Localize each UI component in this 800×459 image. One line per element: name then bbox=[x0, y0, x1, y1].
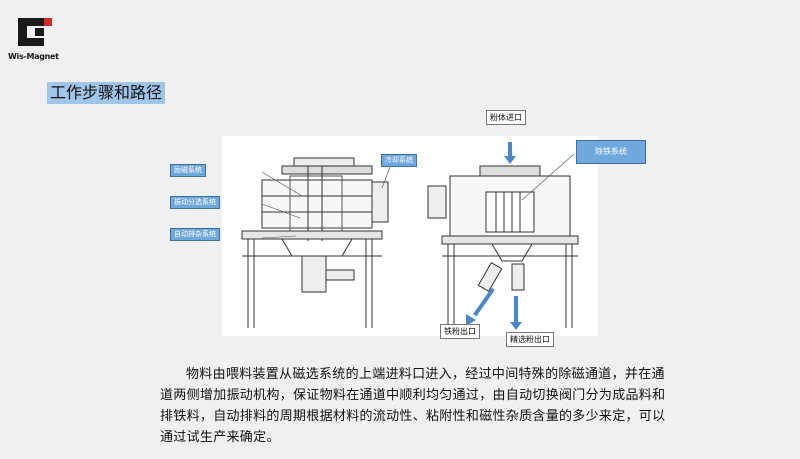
logo-mark-icon bbox=[18, 18, 52, 46]
callout-cooling-system: 冷却系统 bbox=[381, 154, 417, 167]
callout-vibration-system: 振动分选系统 bbox=[170, 196, 220, 209]
callout-powder-inlet: 粉体进口 bbox=[486, 110, 526, 125]
page-title: 工作步骤和路径 bbox=[47, 82, 166, 104]
callout-refined-powder-outlet: 精选粉出口 bbox=[506, 332, 554, 347]
process-description: 物料由喂料装置从磁选系统的上端进料口进入，经过中间特殊的除磁通道，并在通道两侧增… bbox=[160, 367, 666, 445]
callout-iron-removal-system: 除铁系统 bbox=[576, 140, 646, 164]
callout-auto-discharge-system: 自动排杂系统 bbox=[170, 228, 220, 241]
machine-diagram bbox=[222, 136, 598, 336]
logo-text: Wis-Magnet bbox=[8, 52, 59, 61]
callout-excitation-system: 励磁系统 bbox=[170, 164, 206, 177]
callout-iron-powder-outlet: 铁粉出口 bbox=[440, 324, 480, 339]
brand-logo: Wis-Magnet bbox=[8, 14, 64, 66]
machine-drawing bbox=[241, 142, 579, 330]
